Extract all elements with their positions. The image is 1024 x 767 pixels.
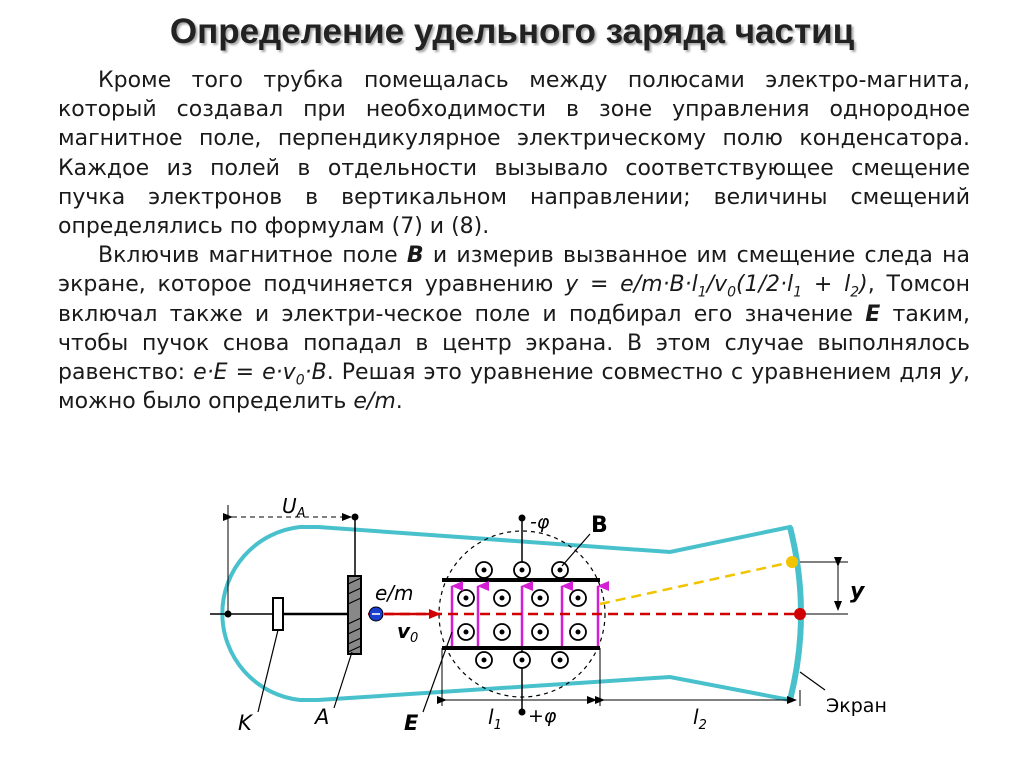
b-pointer (561, 533, 591, 567)
p2-text: , Томсон включал также и электри-ческое … (58, 272, 970, 327)
screen-pointer (799, 671, 826, 691)
center-spot (794, 608, 806, 620)
deflected-beam (599, 560, 793, 606)
minus-phi-label: -φ (530, 511, 550, 533)
plus-phi-label: +φ (528, 705, 557, 727)
body-text: Кроме того трубка помещалась между полюс… (58, 66, 970, 416)
anode-hatch (347, 577, 362, 653)
field-dot-center (575, 629, 581, 635)
e-pointer (422, 631, 453, 713)
anode-terminal (351, 513, 359, 521)
k-pointer (257, 629, 279, 713)
p2-text: таким, чтобы пучок снова попадал в центр… (58, 301, 970, 386)
a-pointer (333, 651, 353, 709)
field-dot-center (481, 567, 487, 573)
ua-label: UA (282, 494, 306, 521)
p2-text: . (395, 389, 403, 415)
specific-charge-symbol: e/m (353, 389, 396, 415)
field-dot-center (499, 595, 505, 601)
l1-label: l1 (488, 705, 502, 733)
p2-text: и измерив вызванное им смещение следа на… (58, 243, 971, 298)
y-symbol: y (949, 360, 963, 386)
k-label: K (238, 711, 254, 735)
field-dot-center (557, 567, 563, 573)
e-label: E (404, 711, 419, 735)
paragraph-1: Кроме того трубка помещалась между полюс… (58, 68, 970, 240)
deflected-spot (786, 556, 798, 568)
screen-label: Экран (826, 695, 887, 717)
field-dot-center (537, 629, 543, 635)
upper-terminal (518, 514, 526, 522)
deflection-formula: y = e/m·B·l1/v0(1/2·l1 + l2) (565, 272, 868, 301)
lower-terminal (518, 708, 526, 716)
paragraph-2: Включив магнитное поле B и измерив вызва… (58, 241, 970, 416)
page-title: Определение удельного заряда частиц (169, 12, 855, 51)
field-dot-center (519, 657, 525, 663)
l2-label: l2 (693, 705, 707, 733)
field-dot-center (537, 595, 543, 601)
equality-formula: e·E = e·v0·B (193, 360, 327, 389)
anode (347, 575, 362, 655)
em-label: e/m (375, 581, 414, 605)
field-dot-center (481, 657, 487, 663)
a-label: A (313, 705, 329, 729)
field-dot-center (499, 629, 505, 635)
p2-text: . Решая это уравнение совместно с уравне… (326, 360, 950, 386)
field-dot-center (463, 595, 469, 601)
v0-label: v0 (397, 619, 418, 646)
field-dot-center (519, 567, 525, 573)
p2-text: Включив магнитное поле (98, 243, 407, 269)
magnetic-field-dots (457, 561, 587, 669)
cathode (272, 597, 284, 631)
field-dot-center (557, 657, 563, 663)
y-label: y (850, 579, 866, 604)
p2-text: , можно было определить (58, 360, 970, 415)
field-dot-center (575, 595, 581, 601)
electric-field-symbol: E (865, 301, 881, 327)
b-label: B (591, 513, 608, 538)
electric-field-arrows (450, 581, 609, 646)
magnetic-field-symbol: B (406, 243, 424, 269)
field-dot-center (463, 629, 469, 635)
